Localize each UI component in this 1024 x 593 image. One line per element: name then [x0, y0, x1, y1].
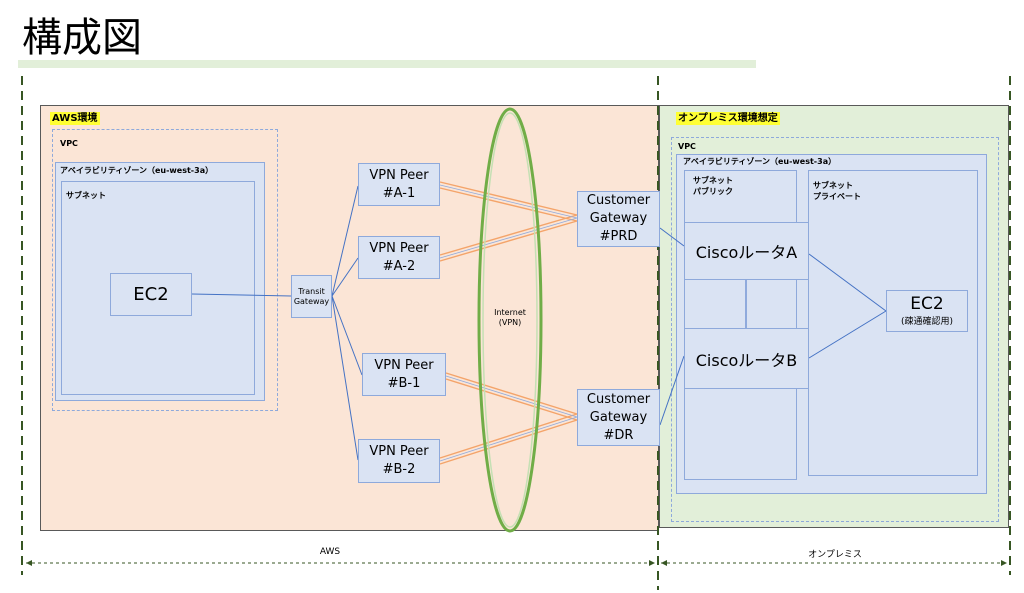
vpn-peer-a1-line1: VPN Peer — [369, 167, 429, 183]
onprem-az-label: アベイラビリティゾーン（eu-west-3a） — [683, 157, 837, 166]
cisco-router-a-label: CiscoルータA — [695, 243, 798, 262]
vpn-peer-b2-node[interactable]: VPN Peer #B-2 — [358, 439, 440, 483]
onprem-ec2-node[interactable]: EC2 (疎通確認用) — [886, 290, 968, 332]
vpn-peer-b1-line1: VPN Peer — [374, 357, 434, 373]
cgw-prd-line3: #PRD — [599, 229, 638, 244]
internet-label: Internet (VPN) — [484, 308, 536, 328]
title-underline — [18, 60, 756, 68]
cisco-router-b-label: CiscoルータB — [695, 350, 798, 370]
dimension-label-aws: AWS — [319, 547, 341, 557]
cisco-router-a-node[interactable]: CiscoルータA — [684, 222, 809, 280]
cgw-dr-line3: #DR — [603, 427, 634, 443]
internet-label-line1: Internet — [494, 308, 526, 317]
customer-gateway-prd-node[interactable]: Customer Gateway #PRD — [577, 191, 660, 247]
customer-gateway-dr-node[interactable]: Customer Gateway #DR — [577, 389, 660, 446]
vpn-peer-a2-line1: VPN Peer — [369, 240, 429, 256]
onprem-vpc-label: VPC — [678, 142, 696, 151]
aws-region-label: AWS環境 — [50, 112, 100, 125]
transit-gateway-node[interactable]: Transit Gateway — [291, 275, 332, 318]
page-title: 構成図 — [22, 15, 142, 61]
onprem-region-label: オンプレミス環境想定 — [676, 112, 780, 125]
aws-ec2-node[interactable]: EC2 — [110, 273, 192, 316]
onprem-subnet-private-label-2: プライベート — [813, 192, 861, 201]
cgw-dr-line2: Gateway — [589, 409, 648, 425]
vpn-peer-a2-line2: #A-2 — [382, 258, 416, 274]
onprem-subnet-public-label-1: サブネット — [693, 176, 733, 185]
vpn-peer-a1-node[interactable]: VPN Peer #A-1 — [358, 163, 440, 206]
tgw-label-line2: Gateway — [293, 296, 330, 306]
dimension-label-onprem: オンプレミス — [808, 550, 862, 560]
cisco-router-b-node[interactable]: CiscoルータB — [684, 328, 809, 389]
internet-label-line2: (VPN) — [498, 318, 522, 327]
onprem-vpc — [671, 137, 999, 522]
vpn-peer-a1-line2: #A-1 — [382, 185, 416, 201]
aws-vpc — [52, 129, 278, 411]
tgw-label-line1: Transit — [298, 286, 325, 296]
onprem-ec2-label: EC2 — [910, 294, 944, 314]
aws-vpc-label: VPC — [60, 139, 78, 148]
cgw-prd-line2: Gateway — [589, 211, 648, 226]
cgw-dr-line1: Customer — [586, 391, 651, 407]
onprem-subnet-public — [684, 170, 797, 480]
aws-az-label: アベイラビリティゾーン（eu-west-3a） — [60, 166, 214, 175]
vpn-peer-a2-node[interactable]: VPN Peer #A-2 — [358, 236, 440, 279]
onprem-subnet-public-label-2: パブリック — [693, 187, 733, 196]
vpn-peer-b1-node[interactable]: VPN Peer #B-1 — [362, 353, 446, 396]
aws-ec2-label: EC2 — [133, 284, 169, 305]
aws-subnet-label: サブネット — [66, 191, 106, 200]
vpn-peer-b1-line2: #B-1 — [387, 375, 421, 391]
onprem-ec2-sublabel: (疎通確認用) — [900, 317, 954, 327]
vpn-peer-b2-line1: VPN Peer — [369, 444, 429, 459]
onprem-subnet-private-label-1: サブネット — [813, 181, 853, 190]
vpn-peer-b2-line2: #B-2 — [382, 462, 416, 477]
cgw-prd-line1: Customer — [586, 193, 651, 208]
